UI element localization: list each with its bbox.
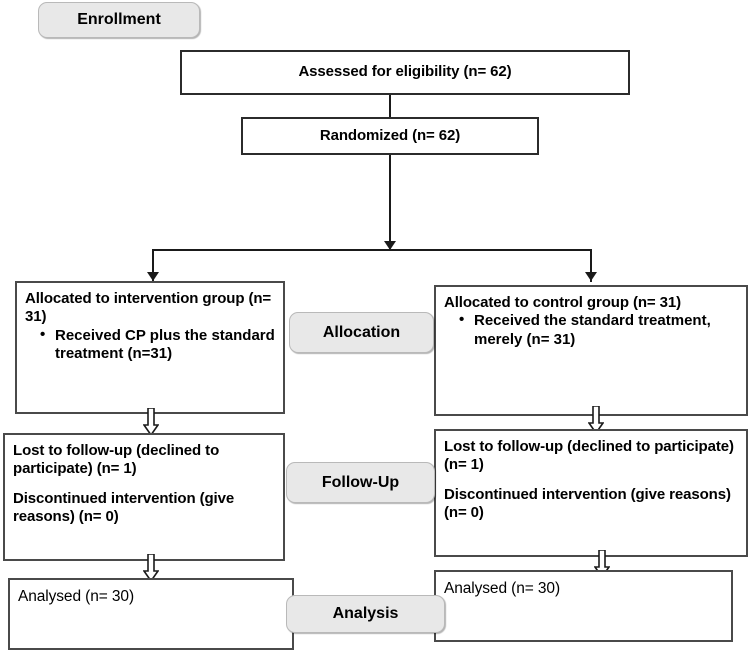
blockarrow-intervention-followup-to-analysis [142,553,160,583]
randomized-text: Randomized (n= 62) [319,126,461,144]
box-randomized-body: Randomized (n= 62) [243,119,537,153]
arrowhead-branch-right [585,272,597,281]
list-item: Received CP plus the standard treatment … [40,326,277,364]
analysed-intervention-text: Analysed (n= 30) [18,588,135,605]
connector-assessed-to-randomized [389,95,391,117]
assessed-for-eligibility-text: Assessed for eligibility (n= 62) [298,63,512,81]
box-analysed-control: Analysed (n= 30) [434,570,733,642]
allocated-control-heading: Allocated to control group (n= 31) [444,294,682,311]
list-item: Received the standard treatment, merely … [459,311,740,349]
arrowhead-branch-left [147,272,159,281]
stage-label-enrollment: Enrollment [38,2,200,38]
box-assessed-for-eligibility: Assessed for eligibility (n= 62) [180,50,630,95]
followup-control-discontinued: Discontinued intervention (give reasons)… [444,485,731,522]
box-allocated-control: Allocated to control group (n= 31) Recei… [434,285,748,416]
stage-label-analysis-text: Analysis [332,605,399,622]
down-arrow-icon [587,405,605,435]
connector-branch-right [590,249,592,282]
down-arrow-icon [142,407,160,437]
box-allocated-intervention: Allocated to intervention group (n= 31) … [15,281,285,414]
box-assessed-for-eligibility-body: Assessed for eligibility (n= 62) [182,52,628,93]
followup-control-lost: Lost to follow-up (declined to participa… [444,438,734,474]
stage-label-enrollment-text: Enrollment [77,11,161,28]
box-followup-intervention: Lost to follow-up (declined to participa… [3,433,285,561]
connector-split-bar [152,249,592,251]
analysed-control-text: Analysed (n= 30) [444,580,561,597]
blockarrow-control-allocation-to-followup [587,405,605,435]
box-followup-intervention-body: Lost to follow-up (declined to participa… [5,435,283,527]
stage-label-followup-text: Follow-Up [321,473,400,491]
arrowhead-randomized-center [384,241,396,250]
allocated-intervention-bullets: Received CP plus the standard treatment … [25,326,277,364]
followup-intervention-discontinued: Discontinued intervention (give reasons)… [13,489,235,526]
followup-intervention-lost: Lost to follow-up (declined to participa… [13,442,220,478]
box-analysed-intervention-body: Analysed (n= 30) [10,580,292,606]
box-randomized: Randomized (n= 62) [241,117,539,155]
down-arrow-icon [142,553,160,583]
box-analysed-control-body: Analysed (n= 30) [436,572,731,598]
box-allocated-intervention-body: Allocated to intervention group (n= 31) … [17,283,283,364]
stage-label-allocation-text: Allocation [322,323,401,341]
box-followup-control-body: Lost to follow-up (declined to participa… [436,431,746,523]
connector-randomized-down [389,155,391,250]
blockarrow-intervention-allocation-to-followup [142,407,160,437]
stage-label-followup: Follow-Up [286,462,435,503]
box-followup-control: Lost to follow-up (declined to participa… [434,429,748,557]
box-analysed-intervention: Analysed (n= 30) [8,578,294,650]
allocated-intervention-heading: Allocated to intervention group (n= 31) [25,290,272,326]
stage-label-analysis: Analysis [286,595,445,633]
stage-label-allocation: Allocation [289,312,434,353]
allocated-control-bullets: Received the standard treatment, merely … [444,311,740,349]
connector-branch-left [152,249,154,282]
box-allocated-control-body: Allocated to control group (n= 31) Recei… [436,287,746,349]
